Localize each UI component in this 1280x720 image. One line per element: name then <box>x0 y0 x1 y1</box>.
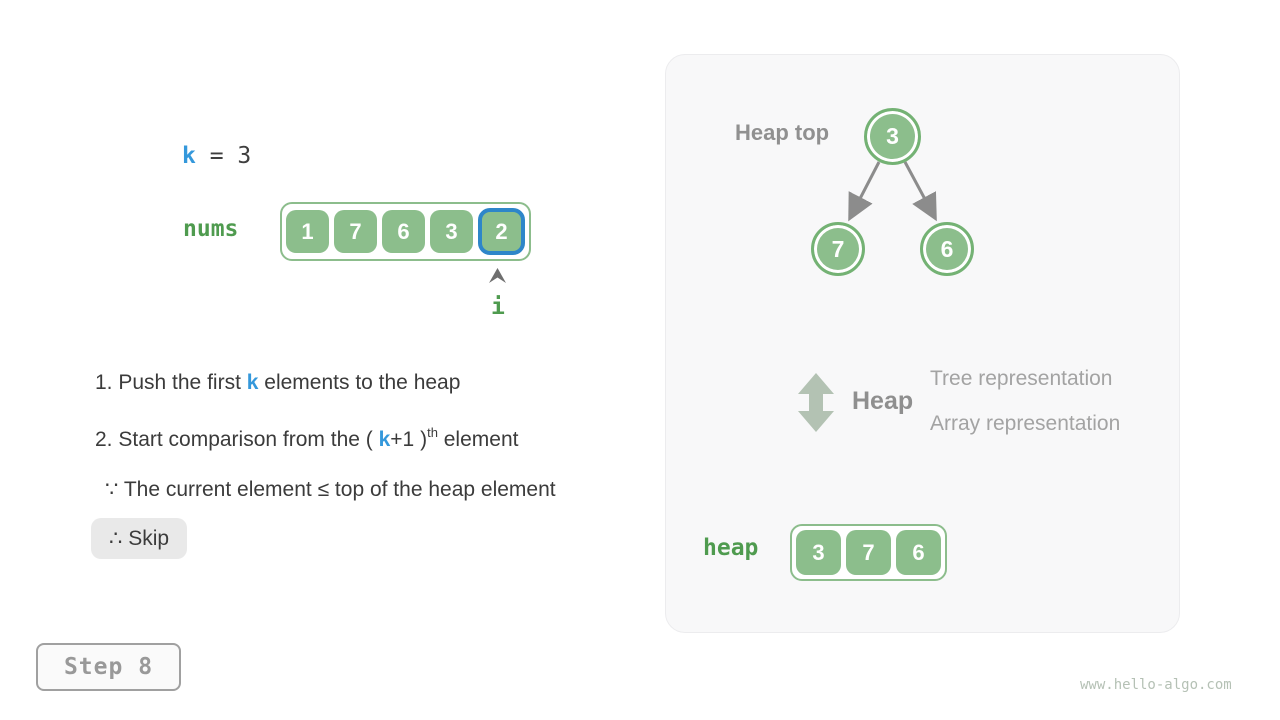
step2-mid: +1 ) <box>390 428 428 451</box>
step1-post: elements to the heap <box>258 371 461 394</box>
watermark: www.hello-algo.com <box>1080 677 1232 693</box>
heap-cell-0: 3 <box>796 530 841 575</box>
heap-top-label: Heap top <box>735 120 830 145</box>
heap-cell-2: 6 <box>896 530 941 575</box>
step1-text: 1. Push the first k elements to the heap <box>95 371 460 395</box>
k-variable: k <box>182 143 196 169</box>
tree-representation-label: Tree representation <box>930 367 1113 390</box>
heap-legend-word: Heap <box>852 387 914 415</box>
heap-cell-1: 7 <box>846 530 891 575</box>
nums-cell-2: 6 <box>382 210 425 253</box>
caret-up-icon <box>489 268 506 288</box>
step-badge: Step 8 <box>36 643 181 691</box>
k-value: = 3 <box>195 143 252 169</box>
nums-cell-0: 1 <box>286 210 329 253</box>
step2-text: 2. Start comparison from the ( k+1 )th e… <box>95 425 518 452</box>
step1-k: k <box>246 371 259 394</box>
step2-superscript: th <box>427 425 438 440</box>
step1-pre: 1. Push the first <box>95 371 247 394</box>
step2-post: element <box>437 428 519 451</box>
heap-array: 3 7 6 <box>790 524 947 581</box>
tree-node-right: 6 <box>920 222 974 276</box>
step2-k: k <box>378 428 391 451</box>
k-equals-line: k = 3 <box>182 143 251 169</box>
nums-array: 1 7 6 3 2 <box>280 202 531 261</box>
nums-cell-4-highlighted: 2 <box>478 208 525 255</box>
nums-label: nums <box>183 216 239 242</box>
therefore-skip-chip: ∴ Skip <box>91 518 188 559</box>
pointer-i-label: i <box>491 294 505 320</box>
nums-cell-3: 3 <box>430 210 473 253</box>
because-text: ∵ The current element ≤ top of the heap … <box>105 478 556 501</box>
tree-node-root: 3 <box>864 108 921 165</box>
array-representation-label: Array representation <box>930 412 1121 435</box>
nums-cell-1: 7 <box>334 210 377 253</box>
heap-array-label: heap <box>703 535 759 561</box>
up-down-arrow-icon <box>798 373 834 437</box>
step2-pre: 2. Start comparison from the ( <box>95 428 379 451</box>
tree-node-left: 7 <box>811 222 865 276</box>
